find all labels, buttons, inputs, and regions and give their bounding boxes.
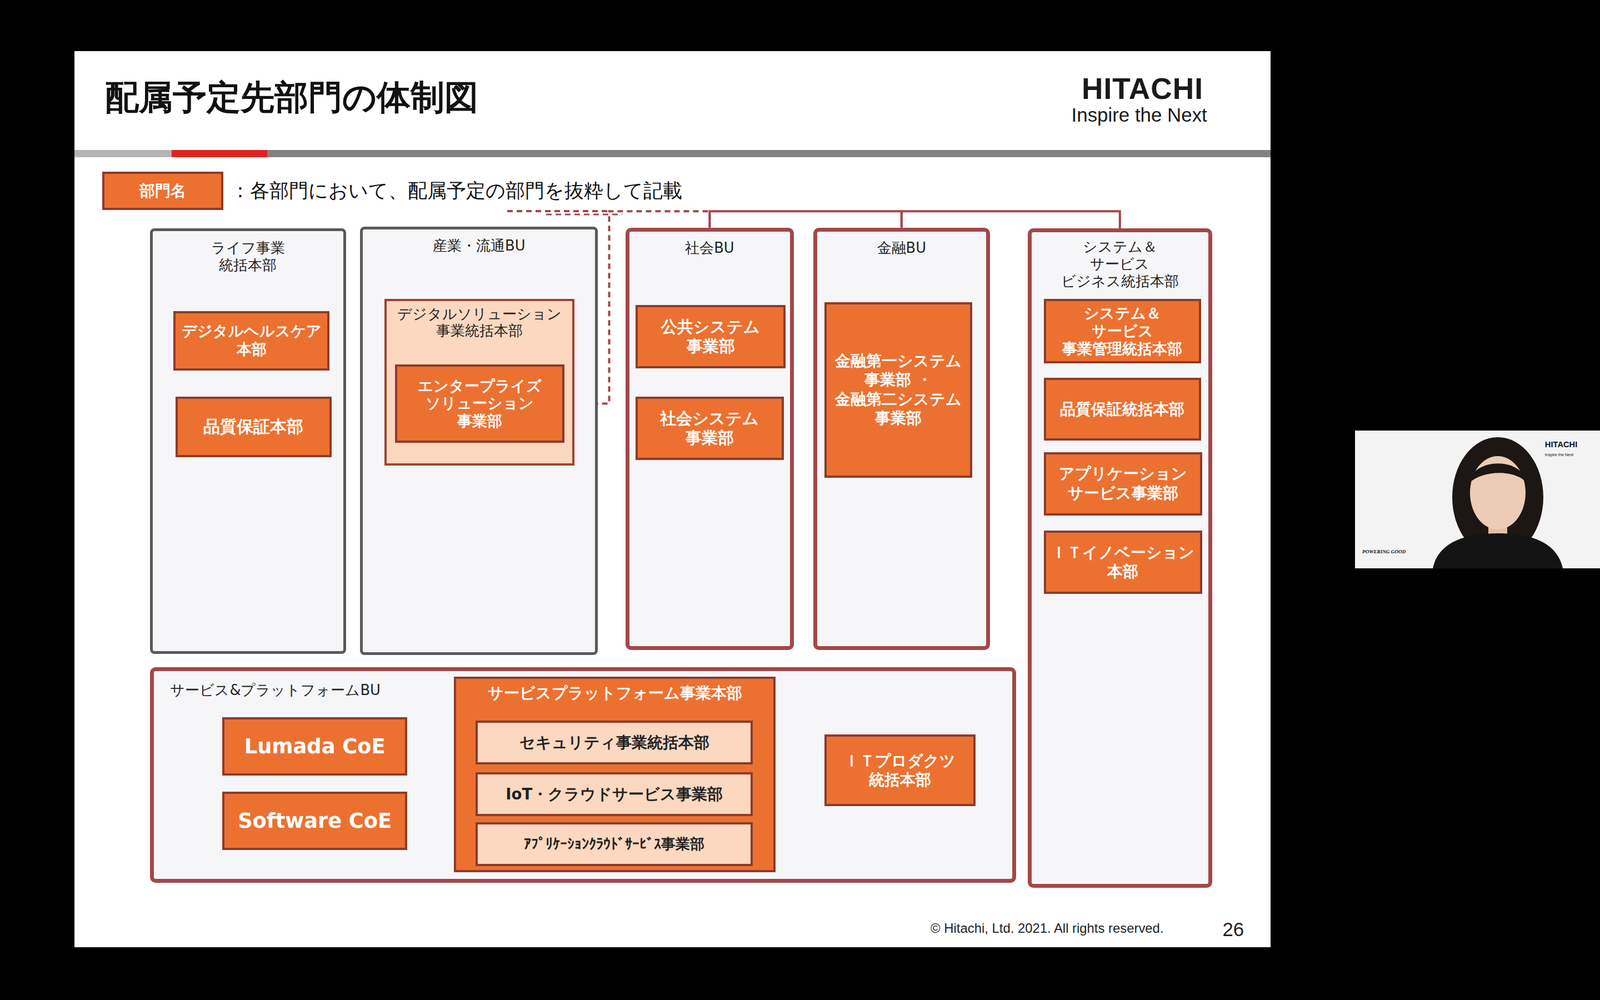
label-slot: POWERING GOOD xyxy=(1362,545,1406,556)
department-box: エンタープライズ ソリューション 事業部 xyxy=(395,364,565,443)
department-box: デジタルヘルスケア 本部 xyxy=(173,311,330,371)
group-heading: ライフ事業 統括本部 xyxy=(211,239,285,274)
legend-slot: ：各部門において、配属予定の部門を抜粋して記載 xyxy=(230,177,683,204)
department-box: 品質保証本部 xyxy=(175,396,332,457)
header-bar xyxy=(171,150,268,158)
logo-text: Inspire the Next xyxy=(1071,103,1208,126)
department-name: ｱﾌﾟﾘｹｰｼｮﾝｸﾗｳﾄﾞｻｰﾋﾞｽ事業部 xyxy=(523,835,705,853)
group-box: デジタルソリューション 事業統括本部エンタープライズ ソリューション 事業部 xyxy=(384,298,575,465)
department-box: 公共システム 事業部 xyxy=(635,305,786,369)
org-connector xyxy=(709,211,902,228)
department-name: 品質保証統括本部 xyxy=(1060,400,1185,419)
department-name: デジタルヘルスケア 本部 xyxy=(181,322,322,359)
group-box: システム＆サービス ビジネス統括本部システム＆サービス 事業管理統括本部品質保証… xyxy=(1027,228,1213,888)
department-name: 品質保証本部 xyxy=(203,416,304,437)
department-box: Software CoE xyxy=(222,791,407,850)
legend-text: ：各部門において、配属予定の部門を抜粋して記載 xyxy=(230,179,683,202)
department-box: ＩＴプロダクツ 統括本部 xyxy=(824,734,976,807)
department-name: アプリケーション サービス事業部 xyxy=(1058,464,1188,503)
header-bar xyxy=(74,150,172,158)
department-box: 品質保証統括本部 xyxy=(1043,377,1202,442)
group-box: 産業・流通BU デジタルソリューション 事業統括本部エンタープライズ ソリューショ… xyxy=(360,226,598,655)
department-box: Lumada CoE xyxy=(222,717,407,776)
department-box: ＩＴイノベーション 本部 xyxy=(1043,530,1203,594)
copyright: © Hitachi, Ltd. 2021. All rights reserve… xyxy=(930,920,1164,936)
department-name: Software CoE xyxy=(237,808,392,834)
department-name: 公共システム 事業部 xyxy=(661,317,760,357)
group-heading: 金融BU xyxy=(877,239,927,257)
department-box: 金融第一システム 事業部 ・ 金融第二システム 事業部 xyxy=(824,302,973,478)
org-connector xyxy=(901,211,1120,229)
department-name: 金融第一システム 事業部 ・ 金融第二システム 事業部 xyxy=(835,351,962,428)
header-bar xyxy=(267,150,1271,158)
group-box: サービス&プラットフォームBU Lumada CoE Software CoE サービ… xyxy=(150,667,1017,883)
department-name: システム＆サービス 事業管理統括本部 xyxy=(1062,304,1183,358)
dashed-leader xyxy=(546,213,623,216)
webcam-panel xyxy=(1355,430,1600,569)
department-name: セキュリティ事業統括本部 xyxy=(519,733,710,752)
group-box: サービスプラットフォーム事業本部セキュリティ事業統括本部 IoT・クラウドサービス… xyxy=(453,676,776,873)
logo-text: POWERING GOOD xyxy=(1362,548,1406,555)
label-slot: © Hitachi, Ltd. 2021. All rights reserve… xyxy=(930,920,1164,937)
department-box: 社会システム 事業部 xyxy=(635,396,784,460)
dashed-leader xyxy=(507,210,610,213)
logo-text: HITACHI xyxy=(1545,440,1578,449)
label-slot: 26 xyxy=(1222,918,1244,941)
label-slot: Inspire the Next xyxy=(1071,103,1208,127)
slide-title: 配属予定先部門の体制図 xyxy=(105,77,479,117)
title-slot: 配属予定先部門の体制図 xyxy=(105,75,479,121)
department-name: エンタープライズ ソリューション 事業部 xyxy=(417,377,542,431)
label-slot: Inspire the Next xyxy=(1545,447,1574,459)
department-name: Lumada CoE xyxy=(244,734,386,759)
department-name: 社会システム 事業部 xyxy=(660,408,759,449)
page-number: 26 xyxy=(1222,918,1244,940)
department-box: ｱﾌﾟﾘｹｰｼｮﾝｸﾗｳﾄﾞｻｰﾋﾞｽ事業部 xyxy=(475,822,754,867)
group-heading: システム＆サービス ビジネス統括本部 xyxy=(1061,238,1179,290)
group-heading: 社会BU xyxy=(685,239,734,257)
department-name: ＩＴイノベーション 本部 xyxy=(1051,543,1195,582)
legend-swatch: 部門名 xyxy=(102,171,224,211)
group-heading: サービスプラットフォーム事業本部 xyxy=(487,683,743,703)
person-illustration xyxy=(1355,430,1600,569)
department-box: セキュリティ事業統括本部 xyxy=(475,720,754,765)
department-box: アプリケーション サービス事業部 xyxy=(1043,452,1203,516)
logo-text: HITACHI xyxy=(1081,72,1204,105)
label-slot: HITACHI xyxy=(1081,71,1204,106)
group-heading: 産業・流通BU xyxy=(432,237,525,255)
logo-text: Inspire the Next xyxy=(1545,452,1574,458)
department-box: システム＆サービス 事業管理統括本部 xyxy=(1043,298,1202,364)
group-heading: サービス&プラットフォームBU xyxy=(170,681,381,699)
group-box: ライフ事業 統括本部デジタルヘルスケア 本部品質保証本部 xyxy=(150,228,347,654)
department-name: ＩＴプロダクツ 統括本部 xyxy=(843,751,956,790)
group-heading: デジタルソリューション 事業統括本部 xyxy=(397,305,562,340)
group-box: 金融BU 金融第一システム 事業部 ・ 金融第二システム 事業部 xyxy=(813,227,990,650)
legend-sample-text: 部門名 xyxy=(139,180,187,202)
label-slot: HITACHI xyxy=(1545,438,1578,450)
department-name: IoT・クラウドサービス事業部 xyxy=(505,785,723,804)
group-box: 社会BU 公共システム 事業部社会システム 事業部 xyxy=(625,227,794,650)
department-box: IoT・クラウドサービス事業部 xyxy=(475,772,754,817)
